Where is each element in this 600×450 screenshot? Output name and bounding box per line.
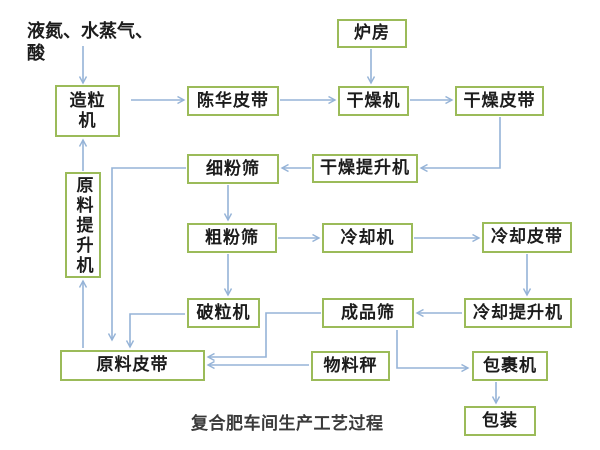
diagram-caption: 复合肥车间生产工艺过程: [191, 414, 384, 433]
node-material-elevator: 原料提升机: [65, 172, 101, 278]
node-drying-elevator: 干燥提升机: [312, 154, 418, 183]
node-fine-sieve: 细粉筛: [187, 154, 279, 184]
feed-materials-line2: 酸: [27, 43, 45, 63]
node-cooling-belt: 冷却皮带: [482, 222, 572, 253]
edge-drying-belt-to-drying-elevator: [419, 117, 501, 173]
node-crusher: 破粒机: [187, 298, 260, 328]
node-drying-belt: 干燥皮带: [455, 86, 544, 116]
node-granulator: 造粒 机: [55, 85, 120, 137]
node-material-belt: 原料皮带: [60, 350, 205, 381]
node-cooling-elevator: 冷却提升机: [464, 298, 572, 328]
edge-fine-sieve-to-material-belt: [107, 167, 186, 342]
node-aging-belt: 陈华皮带: [187, 86, 279, 116]
edge-product-sieve-to-material-belt: [206, 312, 321, 362]
feed-materials-label: 液氮、水蒸气、 酸: [27, 20, 153, 64]
node-wrapping-machine: 包裹机: [472, 351, 548, 381]
node-product-sieve: 成品筛: [322, 298, 414, 328]
edge-crusher-to-material-belt: [125, 313, 185, 349]
node-material-scale: 物料秤: [311, 351, 390, 381]
node-packaging: 包装: [464, 406, 536, 436]
node-cooler: 冷却机: [322, 223, 413, 253]
node-dryer: 干燥机: [338, 86, 409, 116]
node-coarse-sieve: 粗粉筛: [187, 223, 277, 253]
node-furnace-room: 炉房: [337, 19, 407, 48]
edge-product-sieve-to-wrapper: [396, 330, 470, 373]
feed-materials-line1: 液氮、水蒸气、: [27, 21, 153, 41]
